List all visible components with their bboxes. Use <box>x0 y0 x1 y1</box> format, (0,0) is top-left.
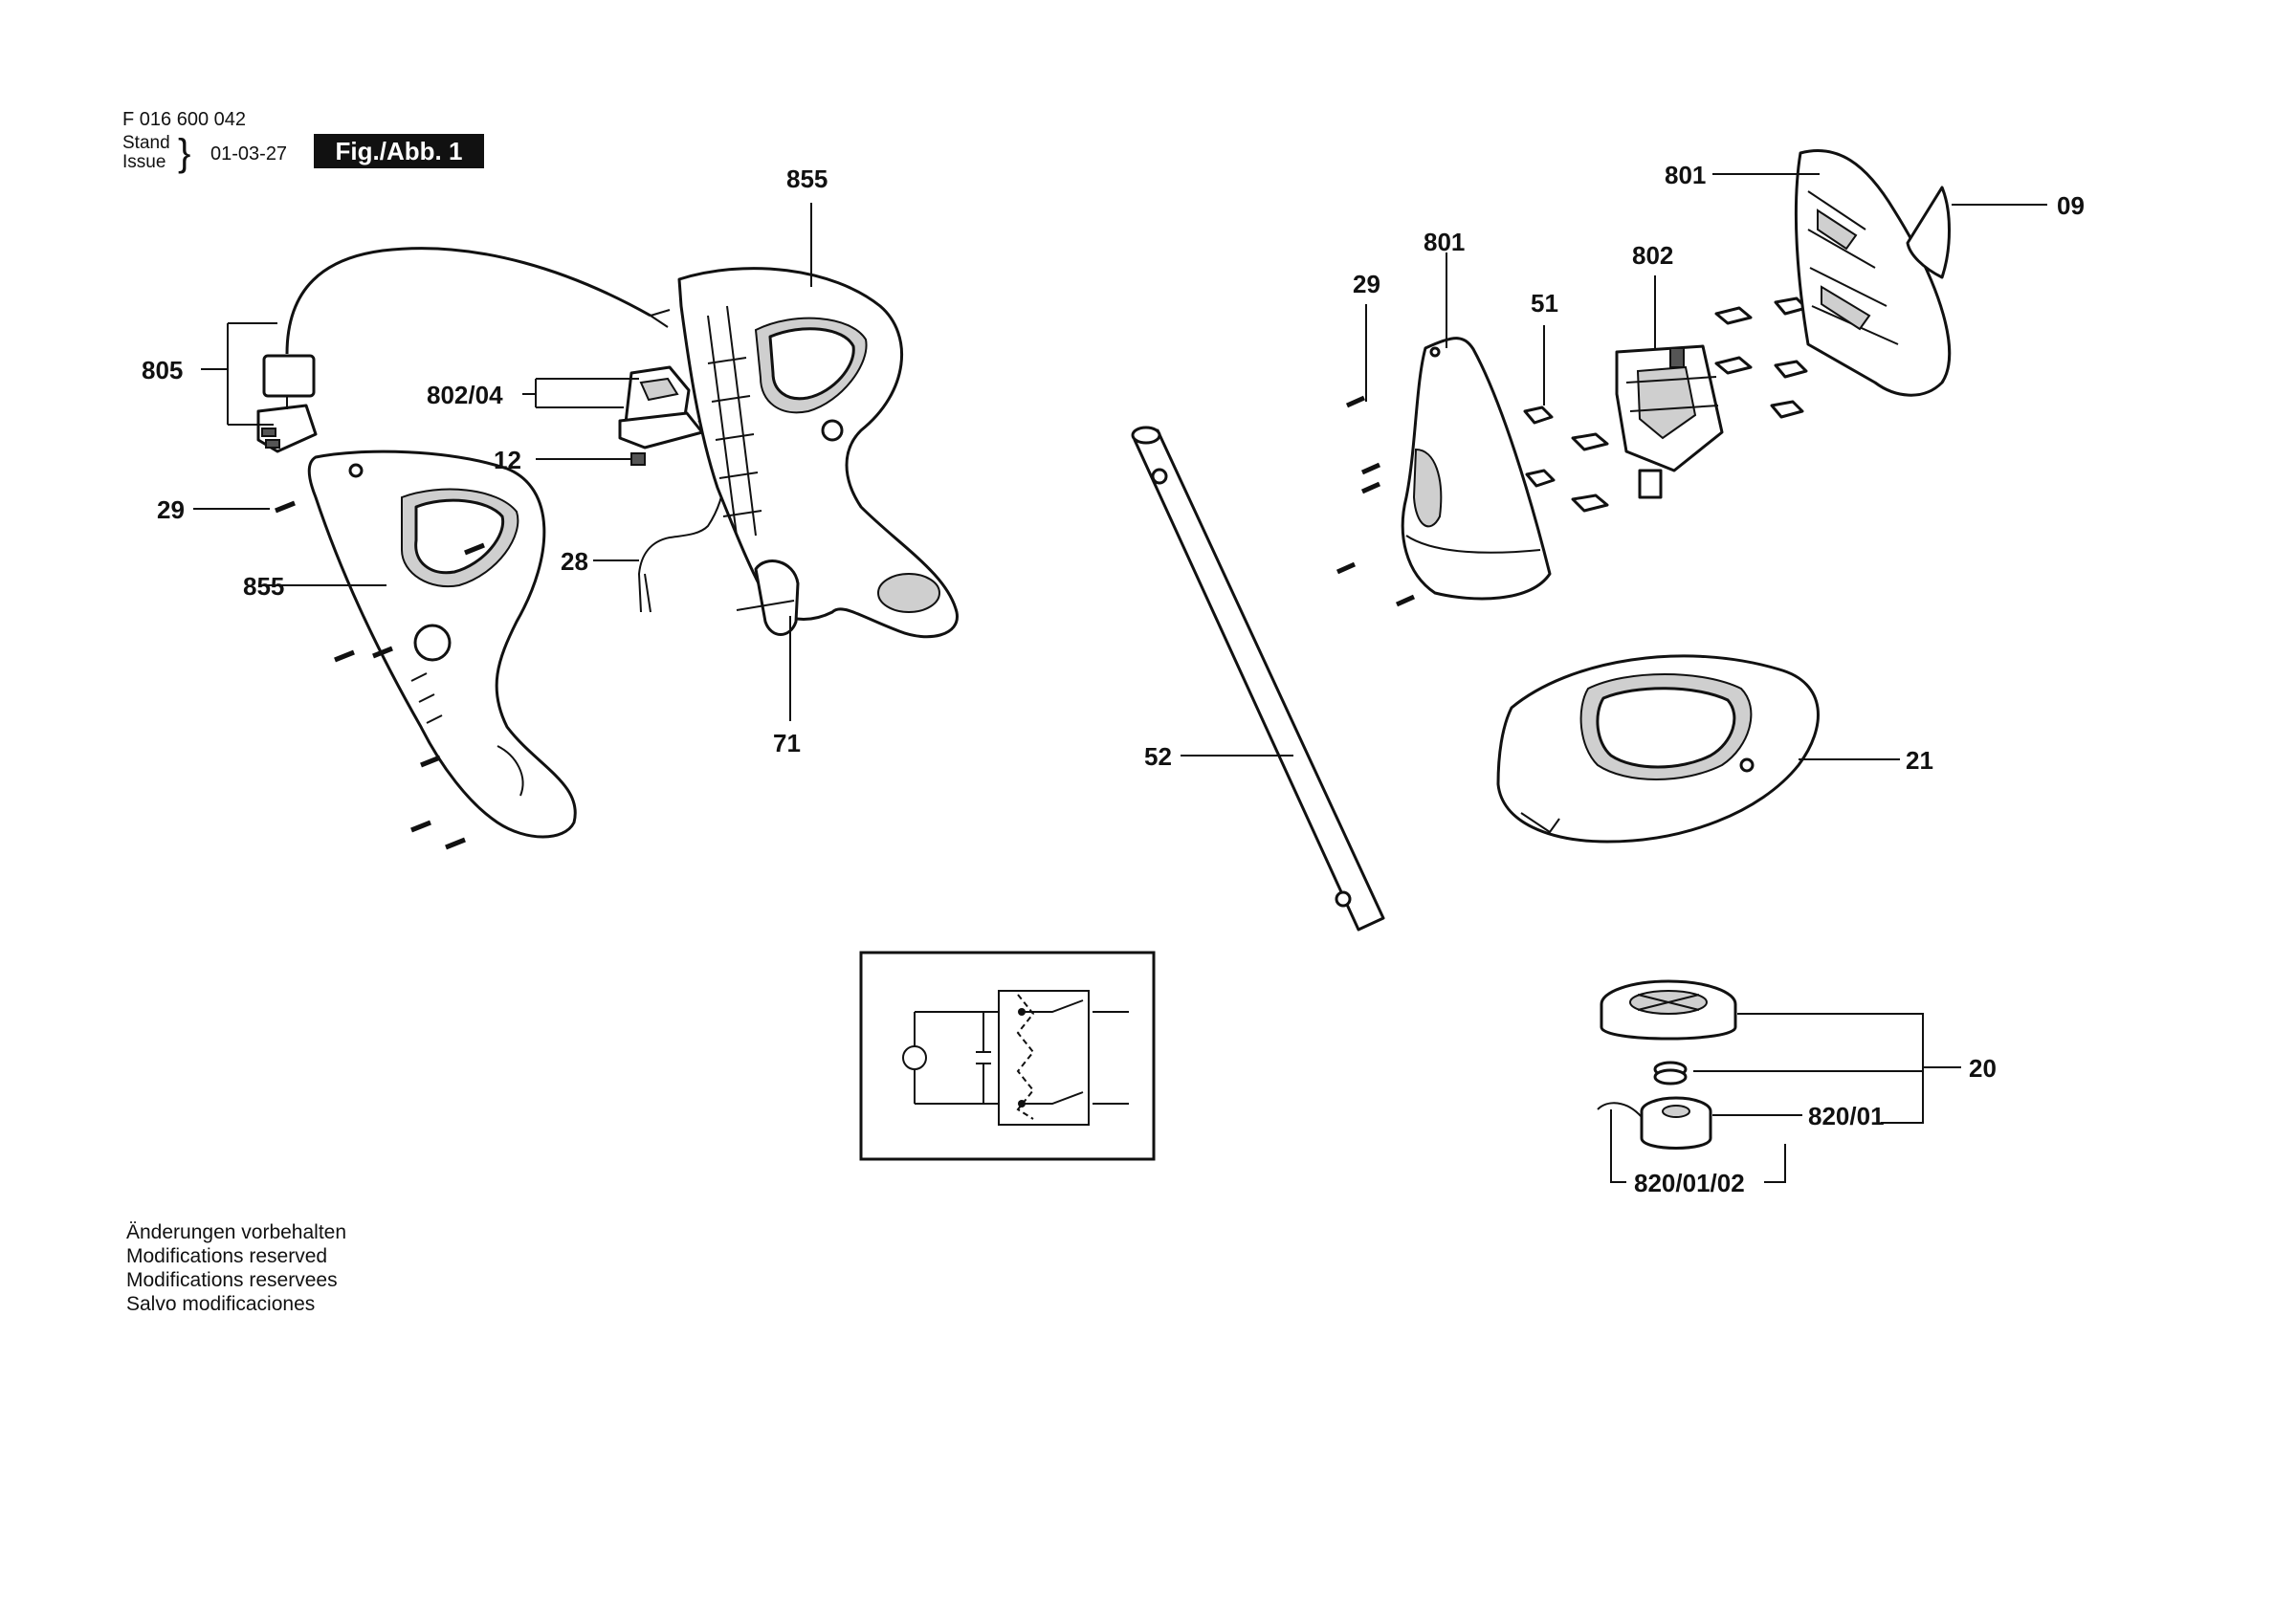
motor-802 <box>1615 344 1724 499</box>
label-855-top: 855 <box>786 164 828 193</box>
label-09: 09 <box>2057 191 2085 220</box>
label-29-right: 29 <box>1353 270 1380 298</box>
label-51: 51 <box>1531 289 1558 318</box>
notes-block: Änderungen vorbehalten Modifications res… <box>126 1220 346 1316</box>
pieces-right-motor <box>1714 296 1808 419</box>
label-21: 21 <box>1906 746 1933 775</box>
note-de: Änderungen vorbehalten <box>126 1221 347 1243</box>
label-855-left: 855 <box>243 572 284 601</box>
part-labels: 855 805 802/04 12 29 28 855 71 52 801 09… <box>142 161 2085 1197</box>
screws-left <box>275 500 485 850</box>
wiring-schematic <box>859 951 1156 1161</box>
label-802-04: 802/04 <box>427 381 503 409</box>
guard-21 <box>1496 654 1820 844</box>
pieces-51 <box>1523 406 1609 513</box>
note-en: Modifications reserved <box>126 1245 328 1267</box>
issue-label: Issue <box>122 152 166 172</box>
note-es: Salvo modificaciones <box>126 1293 316 1315</box>
label-12: 12 <box>494 446 521 474</box>
spool-assembly-20 <box>1597 979 1737 1150</box>
screws-right <box>1336 395 1416 607</box>
stand-issue-brace: } <box>178 132 191 174</box>
handle-half-left-855 <box>307 450 577 839</box>
housing-half-801-right <box>1794 149 1952 397</box>
part-09 <box>1906 186 1951 279</box>
part-71 <box>736 559 800 636</box>
label-801-mid: 801 <box>1424 228 1465 256</box>
stand-label: Stand <box>122 133 170 153</box>
issue-date: 01-03-27 <box>210 143 288 164</box>
leader-lines <box>193 173 2047 1183</box>
label-820-01-02: 820/01/02 <box>1634 1169 1745 1197</box>
housing-half-801-mid <box>1401 337 1552 601</box>
note-fr: Modifications reservees <box>126 1269 338 1291</box>
power-cord-805 <box>256 247 671 453</box>
tube-52 <box>1131 426 1385 932</box>
label-28: 28 <box>561 547 588 576</box>
label-805: 805 <box>142 356 183 384</box>
label-802: 802 <box>1632 241 1673 270</box>
label-29-left: 29 <box>157 495 185 524</box>
label-71: 71 <box>773 729 801 757</box>
label-801-right: 801 <box>1665 161 1706 189</box>
label-52: 52 <box>1144 742 1172 771</box>
switch-802-04 <box>618 365 726 613</box>
part-number: F 016 600 042 <box>122 109 246 130</box>
handle-half-top-855 <box>677 267 959 639</box>
label-20: 20 <box>1969 1054 1997 1083</box>
figure-badge: Fig./Abb. 1 <box>314 134 484 168</box>
label-820-01: 820/01 <box>1808 1102 1885 1130</box>
